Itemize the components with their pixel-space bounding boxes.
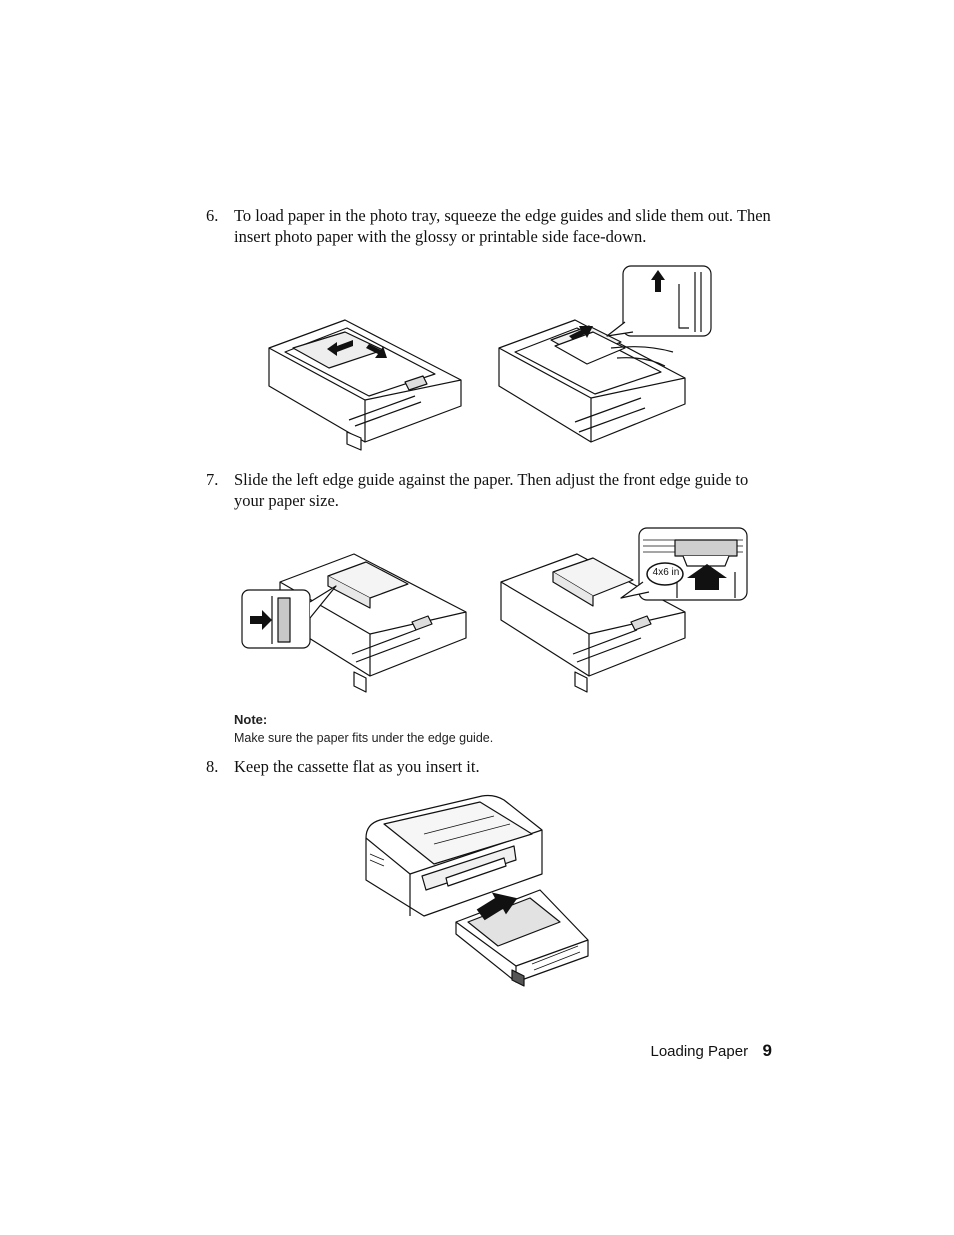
- step-text: Keep the cassette flat as you insert it.: [234, 757, 480, 776]
- arrow-icon: [476, 892, 518, 921]
- step-number: 8.: [206, 757, 219, 776]
- arrow-icon: [687, 564, 727, 590]
- step-number: 7.: [206, 470, 219, 489]
- note-title: Note:: [234, 712, 268, 727]
- front-edge-guide-illustration: [497, 526, 749, 694]
- left-edge-guide-illustration: [240, 546, 472, 694]
- section-title: Loading Paper: [650, 1043, 749, 1060]
- step-text: To load paper in the photo tray, squeeze…: [234, 206, 771, 246]
- size-label: 4x6 in: [652, 567, 680, 578]
- note: Note: Make sure the paper fits under the…: [234, 712, 493, 746]
- note-body: Make sure the paper fits under the edge …: [234, 731, 494, 745]
- page-footer: Loading Paper 9: [650, 1041, 772, 1061]
- step-text: Slide the left edge guide against the pa…: [234, 470, 749, 510]
- size-label-4x6: [647, 563, 683, 585]
- step-number: 6.: [206, 206, 219, 225]
- page-number: 9: [762, 1041, 772, 1060]
- insert-photo-paper-illustration: [495, 262, 717, 452]
- arrow-icon: [250, 610, 272, 630]
- cassette-guides-illustration: [265, 310, 465, 450]
- printer-insert-cassette-illustration: [364, 794, 592, 988]
